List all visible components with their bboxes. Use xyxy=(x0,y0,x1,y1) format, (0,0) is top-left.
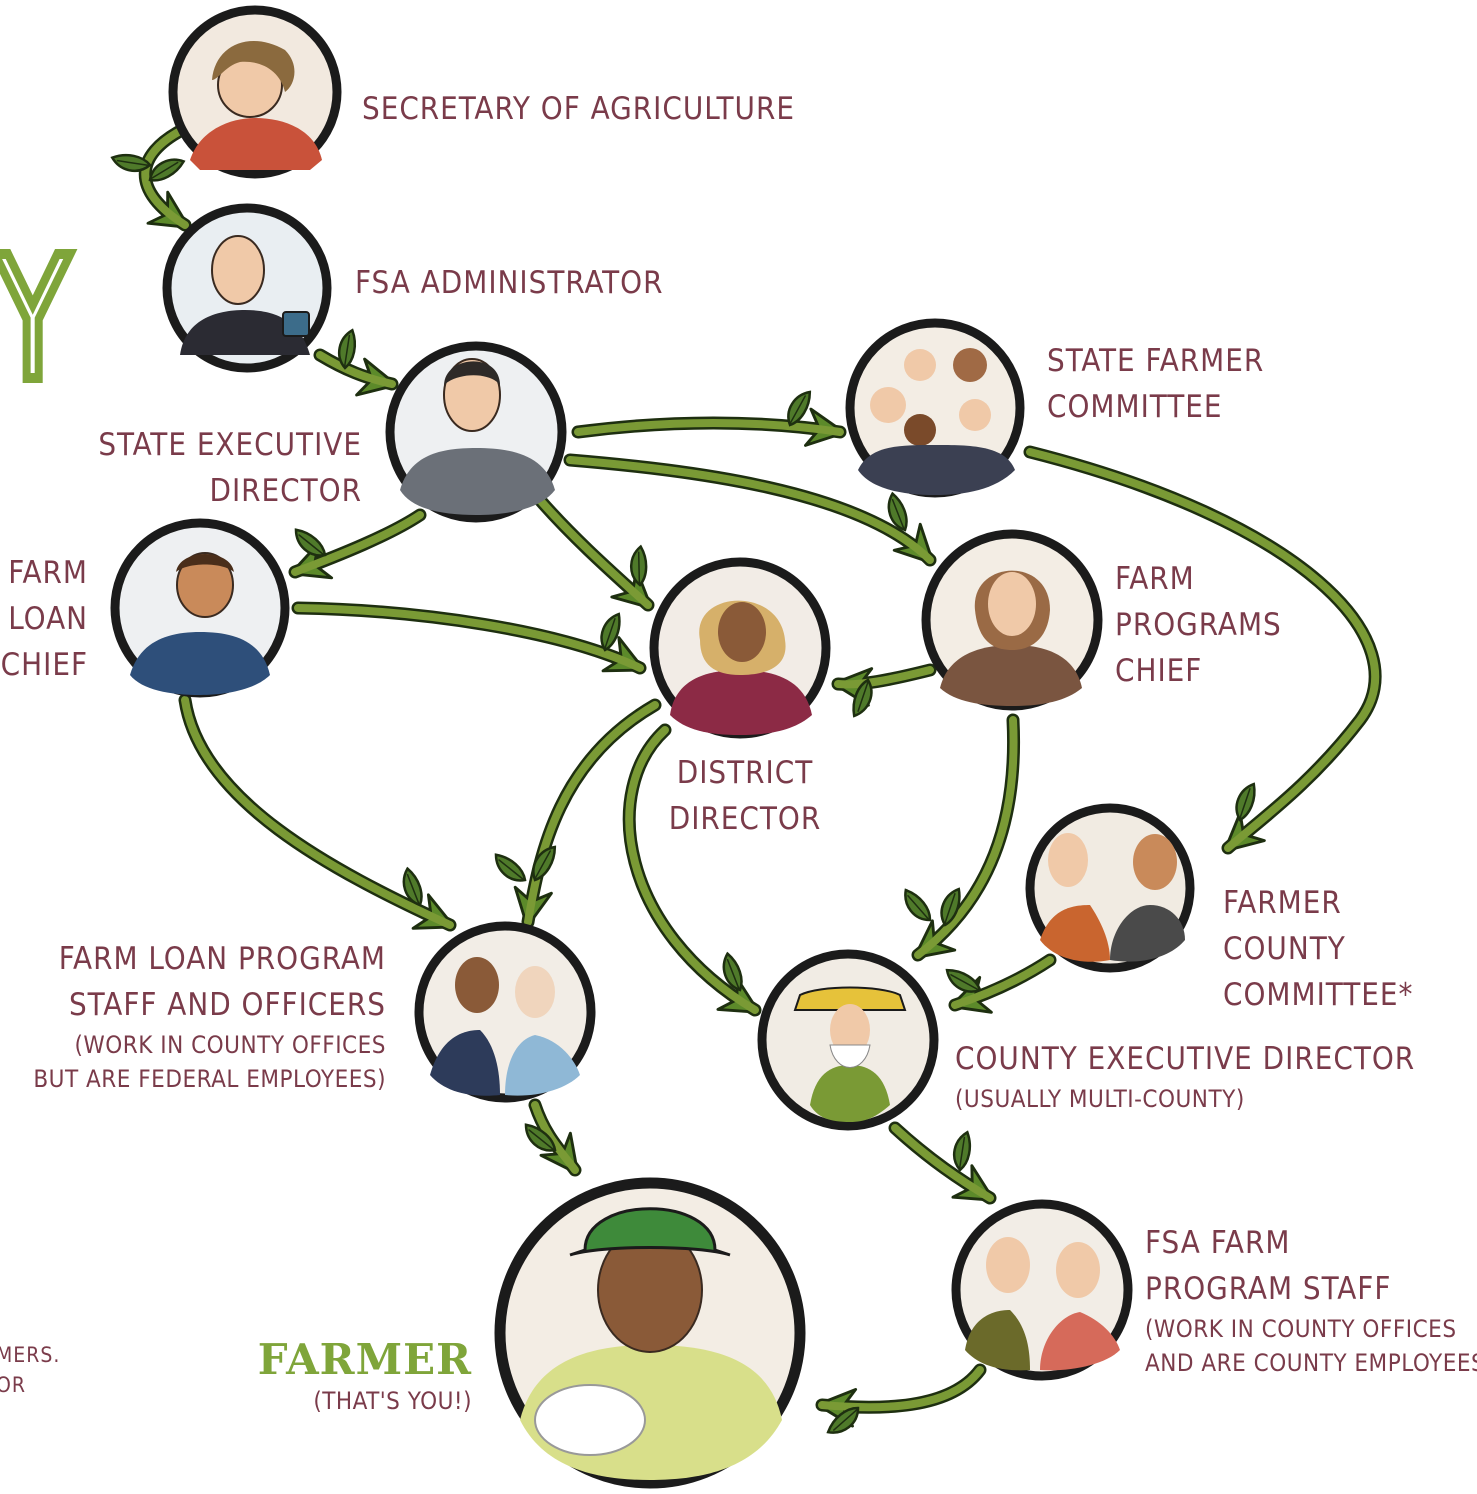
portrait-secretary xyxy=(168,5,342,179)
vine-arrows xyxy=(108,123,1382,1439)
label-state-farmer-committee: STATE FARMER COMMITTEE xyxy=(1047,343,1265,425)
portrait-state-farmer-committee xyxy=(845,318,1025,498)
label-fsa-administrator: FSA ADMINISTRATOR xyxy=(355,265,664,301)
portrait-district-director xyxy=(649,557,831,739)
arrow-state-exec-to-farm-loan-chief xyxy=(288,508,427,580)
portrait-fsa-administrator xyxy=(162,203,332,373)
arrow-program-staff-to-farmer xyxy=(815,1363,987,1439)
arrow-loan-staff-to-farmer xyxy=(519,1098,582,1177)
arrow-secretary-to-fsa-admin xyxy=(108,123,192,232)
portrait-farmer xyxy=(494,1177,806,1489)
label-fsa-farm-program-staff: FSA FARM PROGRAM STAFF (WORK IN COUNTY O… xyxy=(1145,1225,1477,1377)
portrait-fsa-farm-program-staff xyxy=(951,1199,1133,1381)
label-state-executive-director: STATE EXECUTIVE DIRECTOR xyxy=(98,427,362,509)
label-farm-programs-chief: FARM PROGRAMS CHIEF xyxy=(1115,561,1282,689)
farmer-subtitle: (THAT'S YOU!) xyxy=(313,1387,472,1415)
portrait-farmer-county-committee xyxy=(1025,803,1195,973)
label-farmer-county-committee: FARMER COUNTY COMMITTEE* xyxy=(1223,885,1414,1013)
arrow-state-committee-to-county-committee xyxy=(1023,445,1382,855)
label-district-director: DISTRICT DIRECTOR xyxy=(668,755,822,837)
portrait-farm-loan-chief xyxy=(110,518,290,698)
portrait-county-executive-director xyxy=(757,949,939,1131)
cut-off-footnote: MERS. OR xyxy=(0,1343,61,1397)
arrow-county-exec-to-program-staff xyxy=(888,1121,997,1205)
arrow-farm-programs-chief-to-county-exec xyxy=(899,713,1021,962)
label-farm-loan-program-staff: FARM LOAN PROGRAM STAFF AND OFFICERS (WO… xyxy=(33,941,386,1093)
arrow-county-committee-to-county-exec xyxy=(941,953,1057,1014)
arrow-state-exec-to-farm-programs-chief xyxy=(563,453,937,567)
arrow-fsa-admin-to-state-exec xyxy=(313,326,399,397)
arrow-state-exec-to-state-committee xyxy=(571,386,847,447)
arrow-district-director-to-loan-staff xyxy=(489,698,662,929)
arrow-state-exec-to-district-director xyxy=(533,493,655,612)
label-secretary-of-agriculture: SECRETARY OF AGRICULTURE xyxy=(362,91,795,127)
arrow-farm-loan-chief-to-loan-staff xyxy=(178,693,457,932)
arrow-farm-loan-chief-to-district-director xyxy=(291,601,647,675)
farmer-title: FARMER xyxy=(257,1335,472,1384)
portrait-farm-programs-chief xyxy=(921,529,1103,711)
arrow-district-director-to-county-exec xyxy=(622,723,762,1017)
cut-off-title-fragment: Y xyxy=(0,221,71,419)
portrait-farm-loan-staff xyxy=(414,921,596,1103)
label-farm-loan-chief: FARM LOAN CHIEF xyxy=(0,555,88,683)
label-farmer: FARMER (THAT'S YOU!) xyxy=(258,1336,472,1418)
arrow-farm-programs-chief-to-district-director xyxy=(831,663,937,721)
portrait-state-executive-director xyxy=(385,341,567,523)
label-county-executive-director: COUNTY EXECUTIVE DIRECTOR (USUALLY MULTI… xyxy=(955,1041,1416,1113)
